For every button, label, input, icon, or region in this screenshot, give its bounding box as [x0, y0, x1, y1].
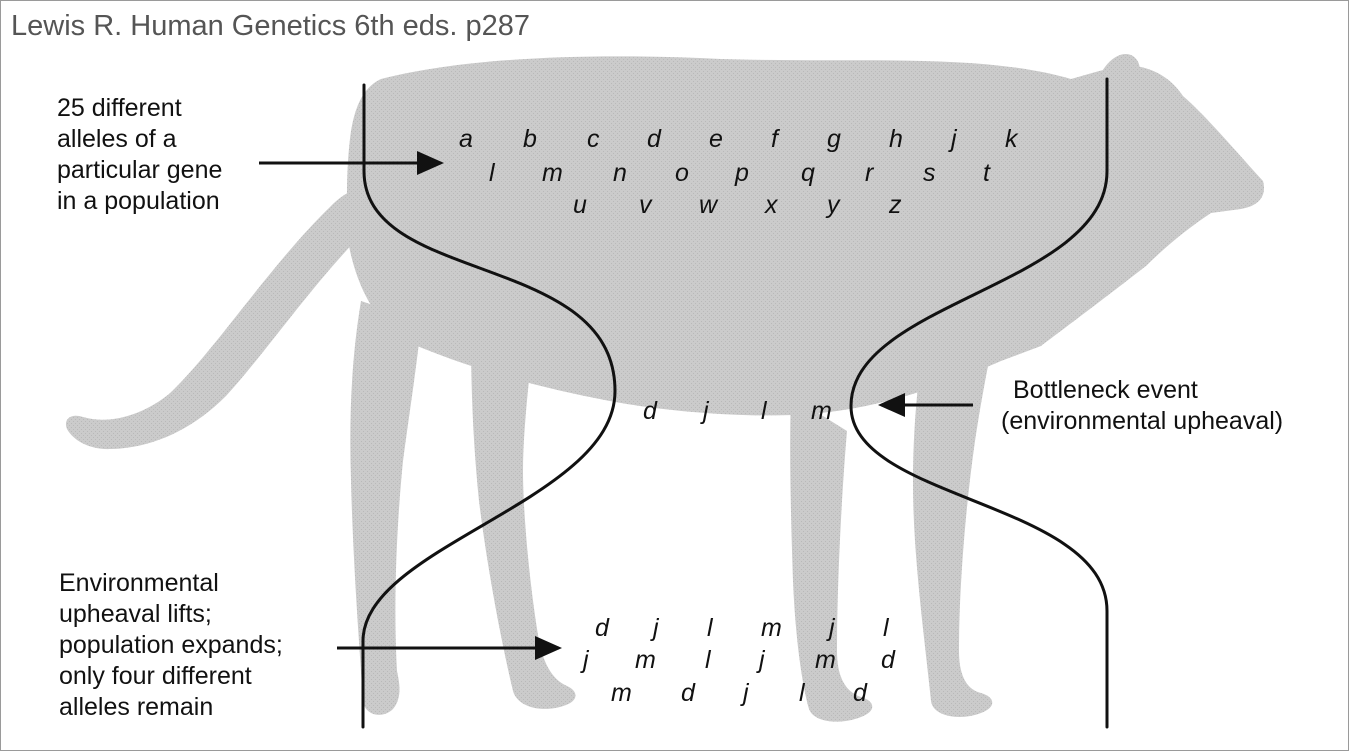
initial-population-line-4: in a population: [57, 186, 222, 217]
allele-expanded-1-3: l: [707, 614, 714, 642]
allele-initial-h: h: [889, 125, 903, 153]
allele-expanded-2-3: l: [705, 646, 712, 674]
cheetah-hind-leg-far: [350, 301, 421, 715]
initial-population-line-1: 25 different: [57, 93, 222, 124]
allele-expanded-1-6: l: [883, 614, 890, 642]
allele-initial-w: w: [699, 191, 719, 219]
allele-initial-u: u: [573, 191, 587, 219]
expansion-line-4: only four different: [59, 661, 283, 692]
allele-initial-o: o: [675, 159, 689, 187]
allele-expanded-3-3: j: [740, 679, 750, 707]
expansion-label: Environmental upheaval lifts; population…: [59, 568, 283, 723]
bottleneck-line-1: Bottleneck event: [1001, 375, 1283, 406]
allele-initial-a: a: [459, 125, 473, 153]
allele-initial-q: q: [801, 159, 815, 187]
initial-population-line-3: particular gene: [57, 155, 222, 186]
allele-initial-s: s: [923, 159, 936, 187]
allele-initial-d: d: [647, 125, 662, 153]
allele-initial-z: z: [888, 191, 902, 219]
allele-initial-k: k: [1005, 125, 1019, 153]
allele-initial-p: p: [734, 159, 749, 187]
initial-population-label: 25 different alleles of a particular gen…: [57, 93, 222, 217]
bottleneck-label: Bottleneck event (environmental upheaval…: [1001, 375, 1283, 437]
allele-expanded-2-1: j: [580, 646, 590, 674]
expansion-line-3: population expands;: [59, 630, 283, 661]
allele-expanded-1-2: j: [650, 614, 660, 642]
allele-expanded-2-5: m: [815, 646, 836, 674]
allele-expanded-2-2: m: [635, 646, 656, 674]
allele-initial-t: t: [983, 159, 991, 187]
allele-bottleneck-d: d: [643, 397, 658, 425]
allele-bottleneck-m: m: [811, 397, 832, 425]
allele-expanded-1-1: d: [595, 614, 610, 642]
allele-initial-x: x: [764, 191, 779, 219]
allele-initial-y: y: [825, 191, 841, 219]
allele-initial-e: e: [709, 125, 723, 153]
expansion-line-5: alleles remain: [59, 692, 283, 723]
expansion-line-1: Environmental: [59, 568, 283, 599]
allele-expanded-3-1: m: [611, 679, 632, 707]
allele-expanded-3-5: d: [853, 679, 868, 707]
expansion-line-2: upheaval lifts;: [59, 599, 283, 630]
allele-initial-b: b: [523, 125, 537, 153]
allele-expanded-2-4: j: [756, 646, 766, 674]
bottleneck-line-2: (environmental upheaval): [1001, 406, 1283, 437]
allele-initial-g: g: [827, 125, 841, 153]
allele-expanded-3-2: d: [681, 679, 696, 707]
allele-expanded-1-4: m: [761, 614, 782, 642]
cheetah-ear: [1101, 54, 1140, 75]
allele-initial-v: v: [639, 191, 653, 219]
allele-initial-n: n: [613, 159, 627, 187]
initial-population-line-2: alleles of a: [57, 124, 222, 155]
allele-initial-c: c: [587, 125, 600, 153]
allele-expanded-2-6: d: [881, 646, 896, 674]
cheetah-tail: [66, 188, 393, 449]
allele-initial-m: m: [542, 159, 563, 187]
